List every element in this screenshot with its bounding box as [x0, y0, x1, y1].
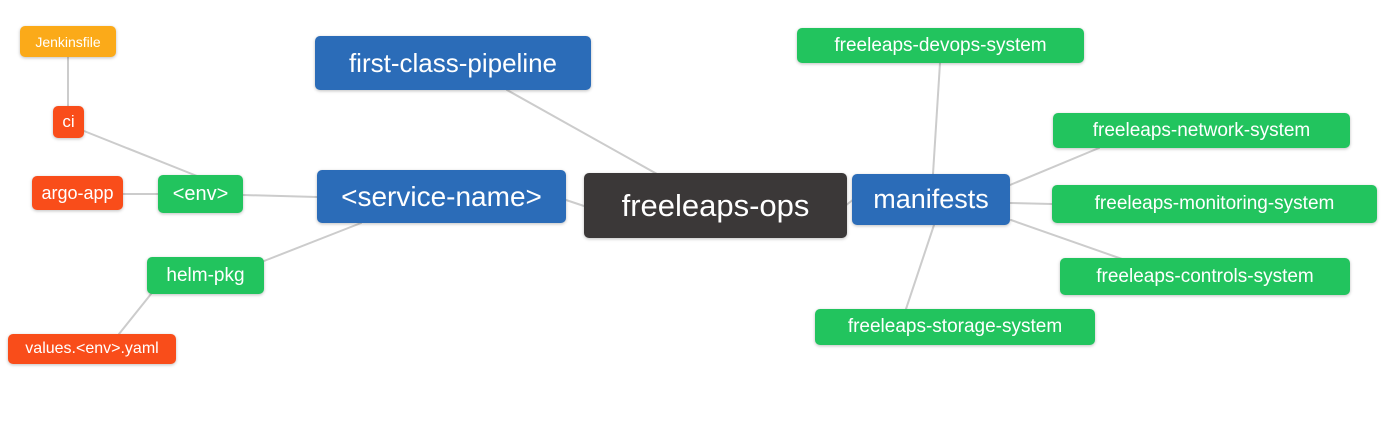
node-service-name[interactable]: <service-name>: [317, 170, 566, 223]
edge-manifests-to-network-system: [1009, 147, 1100, 186]
node-manifests[interactable]: manifests: [852, 174, 1010, 225]
edge-first-class-pipeline-to-freeleaps-ops: [506, 89, 658, 175]
node-first-class-pipeline[interactable]: first-class-pipeline: [315, 36, 591, 90]
node-jenkinsfile[interactable]: Jenkinsfile: [20, 26, 116, 57]
node-argo-app[interactable]: argo-app: [32, 176, 123, 210]
edge-manifests-to-storage-system: [905, 224, 935, 310]
node-network-system[interactable]: freeleaps-network-system: [1053, 113, 1350, 148]
node-devops-system[interactable]: freeleaps-devops-system: [797, 28, 1084, 63]
edge-service-name-to-freeleaps-ops: [565, 199, 585, 207]
node-freeleaps-ops[interactable]: freeleaps-ops: [584, 173, 847, 238]
edge-service-name-to-helm-pkg: [263, 222, 362, 262]
node-values-env-yaml[interactable]: values.<env>.yaml: [8, 334, 176, 364]
edge-helm-pkg-to-values-env-yaml: [118, 293, 152, 335]
edge-manifests-to-devops-system: [932, 62, 941, 175]
node-env[interactable]: <env>: [158, 175, 243, 213]
edge-manifests-to-monitoring-system: [1009, 202, 1053, 205]
node-controls-system[interactable]: freeleaps-controls-system: [1060, 258, 1350, 295]
edge-ci-to-env: [83, 130, 198, 177]
edge-manifests-to-controls-system: [1010, 219, 1123, 260]
node-ci[interactable]: ci: [53, 106, 84, 138]
node-storage-system[interactable]: freeleaps-storage-system: [815, 309, 1095, 345]
node-monitoring-system[interactable]: freeleaps-monitoring-system: [1052, 185, 1377, 223]
edge-env-to-service-name: [242, 194, 318, 198]
node-helm-pkg[interactable]: helm-pkg: [147, 257, 264, 294]
